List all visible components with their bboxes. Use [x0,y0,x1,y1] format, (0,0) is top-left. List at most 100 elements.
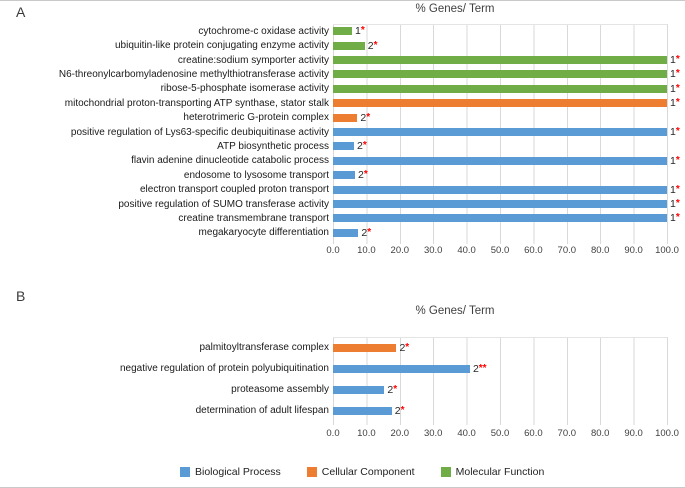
legend-item-cellular-component: Cellular Component [306,466,415,478]
x-axis-tick-label: 80.0 [590,245,610,256]
legend-item-molecular-function: Molecular Function [440,466,544,478]
bar-value-label: 1* [670,54,680,66]
chart-a-title: % Genes/ Term [415,3,495,15]
bar-row: heterotrimeric G-protein complex 2* [0,110,667,124]
bar [333,113,358,122]
bar-area: 2* [333,342,667,354]
bar-row: ATP biosynthetic process 2* [0,139,667,153]
x-axis-tick-label: 90.0 [624,245,643,256]
bar-area: 2* [333,112,667,124]
panel-letter-a: A [16,4,26,20]
gene-count: 1 [355,25,361,38]
x-axis-tick-label: 50.0 [490,428,510,439]
bar-row: palmitoyltransferase complex 2* [0,337,667,358]
bar-area: 2* [333,40,667,52]
category-label: palmitoyltransferase complex [199,342,330,353]
gene-count: 1 [670,154,676,167]
panel-letter-b: B [16,288,26,304]
x-axis-tick-label: 50.0 [490,245,510,256]
bar-area: 2* [333,227,667,239]
bar [333,56,667,65]
category-label: heterotrimeric G-protein complex [183,112,329,124]
gene-count: 2 [387,383,394,396]
bar [333,142,355,151]
bar-row: negative regulation of protein polyubiqu… [0,358,667,379]
significance-stars: * [363,169,368,181]
gene-count: 1 [670,54,676,67]
bar [333,406,392,415]
bar [333,99,667,108]
gene-count: 2 [472,362,479,375]
bar-value-label: 2* [360,112,370,124]
bar-value-label: 1* [670,155,680,167]
gene-count: 1 [670,68,676,81]
legend-item-biological-process: Biological Process [180,466,281,478]
legend-label: Cellular Component [321,466,415,478]
bar-row: N6-threonylcarbomyladenosine methylthiot… [0,67,680,81]
bar-value-label: 1* [670,198,680,210]
bar-area: 1* [333,155,680,167]
significance-stars: * [675,97,680,109]
bar-area: 1* [333,54,680,66]
category-label: flavin adenine dinucleotide catabolic pr… [131,155,329,167]
bar-area: 1* [333,184,680,196]
bar-area: 2** [333,363,667,375]
x-axis-tick-label: 80.0 [590,428,610,439]
gene-count: 2 [394,404,401,417]
category-label: cytochrome-c oxidase activity [198,25,329,37]
gene-count: 2 [367,39,374,52]
x-axis-tick-label: 40.0 [457,428,476,439]
x-axis-tick-label: 10.0 [357,428,376,439]
x-axis-tick-label: 100.0 [655,245,679,256]
chart-a-x-axis: 0.0 10.0 20.0 30.0 40.0 50.0 60.0 70.0 8… [326,245,679,257]
gene-count: 2 [358,169,364,182]
bar-area: 2* [333,140,667,152]
bar [333,27,353,36]
chart-b-title: % Genes/ Term [415,305,495,317]
bar-value-label: 1* [670,126,680,138]
significance-stars: * [367,226,372,238]
significance-stars: * [675,54,680,66]
gene-count: 1 [670,97,676,110]
bar-area: 1* [333,198,680,210]
bar-value-label: 2** [473,363,487,375]
category-label: ATP biosynthetic process [217,140,329,152]
bar-row: cytochrome-c oxidase activity 1* [0,24,667,38]
category-label: ubiquitin-like protein conjugating enzym… [114,40,329,52]
bar-row: proteasome assembly 2* [0,379,667,400]
category-label: ribose-5-phosphate isomerase activity [160,83,329,95]
bar-value-label: 1* [670,97,680,109]
bar-row: positive regulation of Lys63-specific de… [0,125,680,139]
bar-row: creatine:sodium symporter activity 1* [0,53,680,67]
bar-value-label: 1* [355,25,365,37]
significance-stars: * [373,39,378,51]
category-label: determination of adult lifespan [195,405,329,416]
gene-count: 1 [670,212,676,225]
bar-row: electron transport coupled proton transp… [0,182,680,196]
bar [333,84,667,93]
bar-value-label: 2* [387,384,397,396]
gene-count: 1 [670,198,676,211]
bar-area: 2* [333,384,667,396]
category-label: electron transport coupled proton transp… [140,184,329,196]
significance-stars: * [362,140,367,152]
chart-legend: Biological Process Cellular Component Mo… [180,466,544,478]
bar [333,364,470,373]
x-axis-tick-label: 20.0 [390,245,410,256]
legend-swatch [440,467,451,477]
bar-value-label: 2* [368,40,378,52]
category-label: mitochondrial proton-transporting ATP sy… [64,97,329,109]
bar-area: 1* [333,126,680,138]
significance-stars: * [405,341,410,353]
significance-stars: ** [478,362,487,374]
bar [333,214,667,223]
bar-value-label: 2* [358,169,368,181]
bar [333,41,365,50]
significance-stars: * [675,68,680,80]
bar [333,385,385,394]
legend-swatch [180,467,190,477]
x-axis-tick-label: 30.0 [423,428,443,439]
category-label: endosome to lysosome transport [183,169,329,181]
category-label: megakaryocyte differentiation [198,227,329,239]
chart-a-axis-ticks [333,240,668,244]
